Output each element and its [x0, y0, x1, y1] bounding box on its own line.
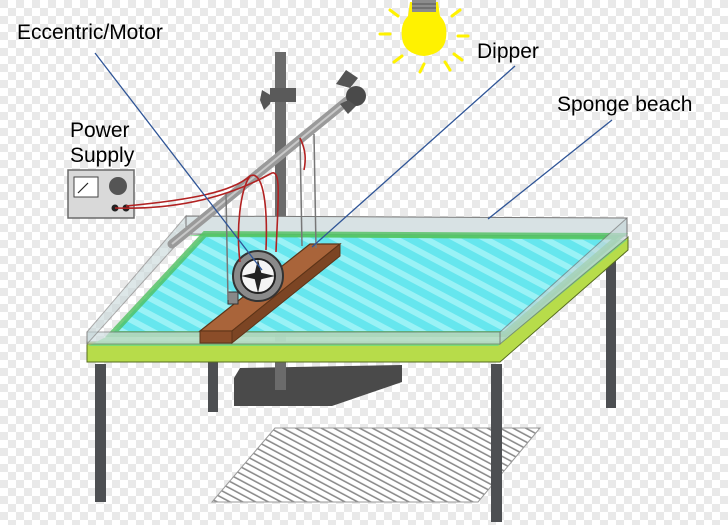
label-eccentric-motor: Eccentric/Motor: [17, 21, 163, 44]
dipper-hangers: [225, 133, 317, 301]
label-dipper: Dipper: [477, 40, 539, 63]
label-sponge-beach: Sponge beach: [557, 93, 692, 116]
motor-icon: [227, 250, 284, 305]
power-wires: [114, 137, 306, 263]
label-pointers: [94, 52, 613, 271]
label-power: Power: [70, 119, 130, 142]
label-supply: Supply: [70, 144, 135, 167]
clamp-icon: [260, 70, 366, 114]
voltmeter-icon: [73, 176, 99, 198]
power-supply: [67, 169, 135, 219]
floor-projection: [210, 427, 542, 503]
light-bulb-icon: [378, 0, 470, 74]
